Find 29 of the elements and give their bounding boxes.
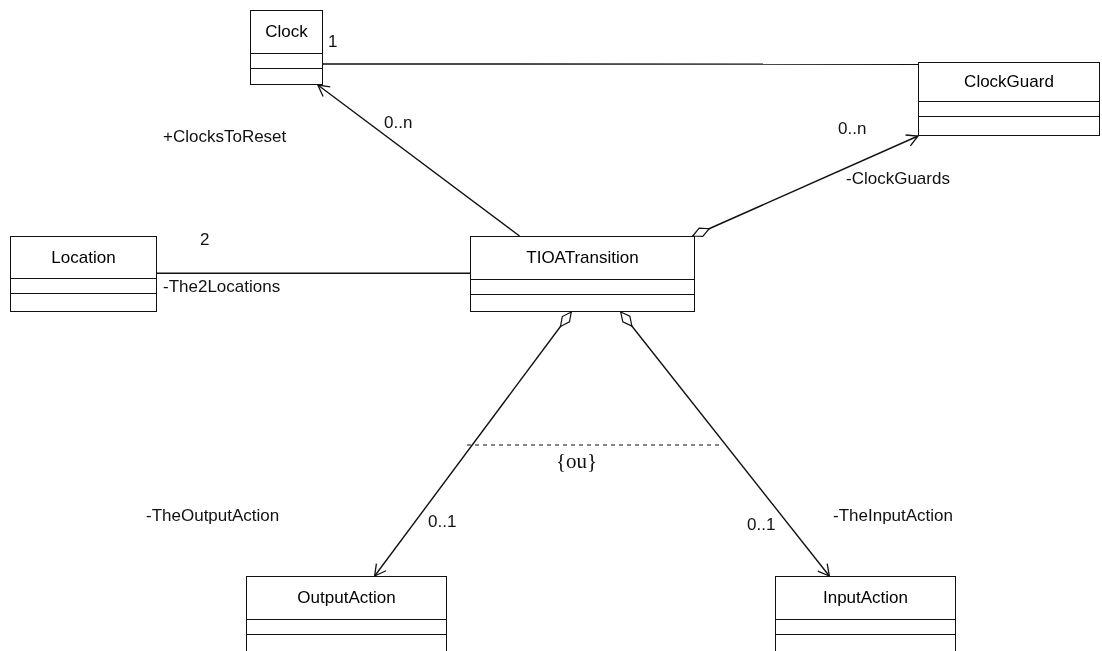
multiplicity: 0..1 — [428, 513, 457, 530]
class-box — [250, 10, 323, 85]
multiplicity: 0..n — [384, 114, 413, 131]
role-name: -TheOutputAction — [146, 507, 280, 524]
association-line — [156, 272, 471, 274]
class-box — [775, 576, 956, 651]
role-name: -ClockGuards — [846, 170, 950, 187]
association-arrow — [373, 311, 572, 577]
class-name: TIOATransition — [526, 248, 639, 268]
class-box — [246, 576, 447, 651]
role-name: -The2Locations — [163, 278, 281, 295]
association-arrow — [620, 311, 830, 577]
class-box — [10, 236, 157, 312]
association-arrow — [317, 84, 521, 237]
class-box — [470, 236, 695, 312]
role-name: +ClocksToReset — [163, 128, 287, 145]
constraint-label: {ou} — [556, 451, 598, 472]
association-arrow — [692, 134, 919, 238]
multiplicity: 0..n — [838, 120, 867, 137]
class-name: Clock — [265, 22, 308, 42]
class-name: Location — [51, 247, 116, 268]
multiplicity: 1 — [328, 33, 338, 50]
class-name: ClockGuard — [964, 72, 1054, 92]
role-name: -TheInputAction — [833, 507, 953, 524]
multiplicity: 0..1 — [747, 516, 776, 533]
class-name: OutputAction — [297, 588, 396, 608]
class-name: InputAction — [822, 588, 909, 608]
class-box — [918, 62, 1100, 136]
multiplicity: 2 — [200, 231, 210, 248]
